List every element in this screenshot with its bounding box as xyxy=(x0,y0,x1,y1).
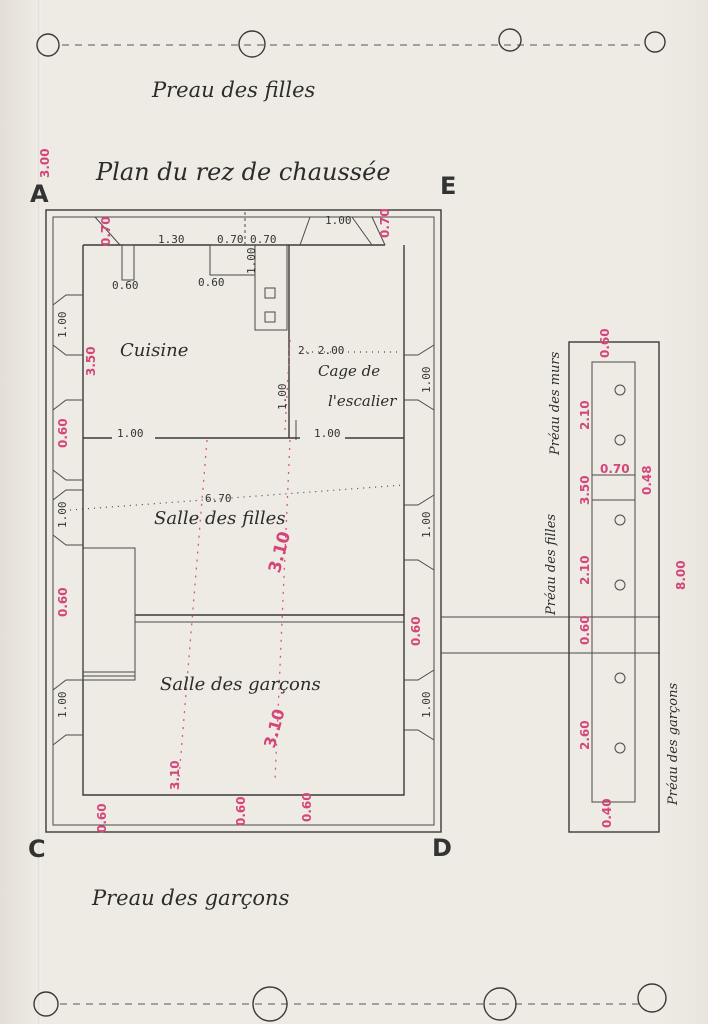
dim-mid-right: 1.00 xyxy=(314,427,341,440)
building-walls xyxy=(45,209,660,833)
red-dim-side-70: 0.70 xyxy=(600,462,630,476)
dim-right-window-1: 1.00 xyxy=(420,366,433,394)
dim-top-3: 0.70 xyxy=(250,233,277,246)
red-dim-side-40: 0.40 xyxy=(600,798,614,828)
red-dim-bottom-2: 0.60 xyxy=(234,796,248,826)
red-dimension-lines xyxy=(177,339,291,791)
bottom-axis xyxy=(33,983,667,1022)
red-dim-bottom-1: 0.60 xyxy=(95,803,109,833)
red-dim-boys-height-2: 3.10 xyxy=(168,760,182,790)
dim-top-4: 1.00 xyxy=(325,214,352,227)
corner-c: C xyxy=(28,835,46,863)
plan-title: Plan du rez de chaussée xyxy=(96,158,391,186)
corner-e: E xyxy=(440,172,457,200)
red-dim-side-210b: 2.10 xyxy=(578,555,592,585)
column-marker xyxy=(483,987,517,1021)
section-label-boys: Préau des garçons xyxy=(666,682,681,805)
red-dim-top-left: 0.70 xyxy=(99,216,113,246)
dim-mid-left: 1.00 xyxy=(117,427,144,440)
red-dim-right-60: 0.60 xyxy=(409,616,423,646)
section-label-girls: Préau des filles xyxy=(544,513,559,615)
room-stair-1: Cage de xyxy=(318,362,381,380)
red-dim-bottom-3: 0.60 xyxy=(300,792,314,822)
red-dim-left-height: 3.50 xyxy=(84,346,98,376)
column-marker xyxy=(33,991,59,1017)
column-marker xyxy=(36,33,60,57)
red-dim-far-top: 3.00 xyxy=(38,148,52,178)
red-dim-side-260: 2.60 xyxy=(578,720,592,750)
red-dim-side-210a: 2.10 xyxy=(578,400,592,430)
red-dim-side-60: 0.60 xyxy=(598,328,612,358)
dim-stair-height: 1.00 xyxy=(276,383,289,411)
red-dim-side-60b: 0.60 xyxy=(578,615,592,645)
room-boys: Salle des garçons xyxy=(160,674,321,695)
dim-left-window-2: 1.00 xyxy=(56,691,69,719)
dim-right-window-2: 1.00 xyxy=(420,511,433,539)
dim-small-a: 0.60 xyxy=(112,279,139,292)
dim-girls-length: 6.70 xyxy=(205,492,232,505)
top-axis xyxy=(36,28,666,58)
dim-top-2: 0.70 xyxy=(217,233,244,246)
section-label-top: Préau des murs xyxy=(548,351,563,455)
column-marker xyxy=(252,986,288,1022)
dim-small-b: 0.60 xyxy=(198,276,225,289)
room-stair-2: l'escalier xyxy=(328,392,397,410)
dim-top-1: 1.30 xyxy=(158,233,185,246)
column-marker xyxy=(498,28,522,52)
dim-stair-width: 2. 2.00 xyxy=(298,344,345,357)
red-dim-left-60a: 0.60 xyxy=(56,418,70,448)
dim-right-window-3: 1.00 xyxy=(420,691,433,719)
column-marker xyxy=(637,983,667,1013)
paper-fold xyxy=(38,0,41,1024)
dim-fixture-height: 1.00 xyxy=(245,247,258,275)
room-kitchen: Cuisine xyxy=(120,340,189,361)
top-court-label: Preau des filles xyxy=(152,78,316,102)
column-marker xyxy=(238,30,266,58)
red-dim-side-350: 3.50 xyxy=(578,475,592,505)
red-dim-side-total: 8.00 xyxy=(674,560,688,590)
room-girls: Salle des filles xyxy=(154,508,286,529)
column-marker xyxy=(644,31,666,53)
side-section xyxy=(568,341,660,833)
dim-left-window-1: 1.00 xyxy=(56,311,69,339)
bottom-court-label: Preau des garçons xyxy=(92,886,290,910)
red-dim-side-48: 0.48 xyxy=(640,465,654,495)
corner-a: A xyxy=(30,180,49,208)
red-dim-top-right: 0.70 xyxy=(378,208,392,238)
corner-d: D xyxy=(432,834,452,862)
red-dim-left-60b: 0.60 xyxy=(56,587,70,617)
dim-boys-left: 1.00 xyxy=(56,501,69,529)
